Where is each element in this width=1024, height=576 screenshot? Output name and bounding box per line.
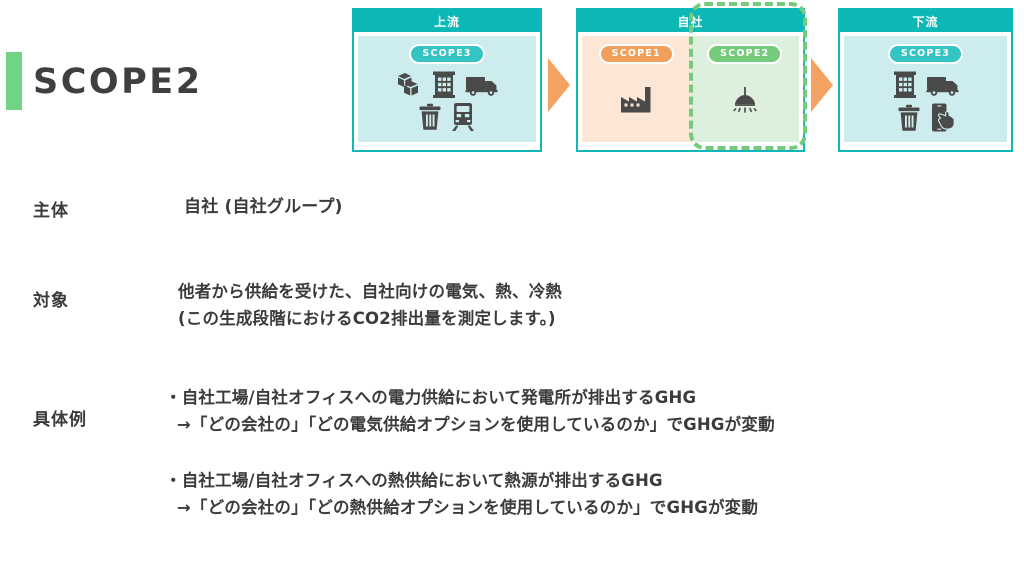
packages-icon	[395, 72, 423, 98]
truck-icon	[926, 73, 960, 97]
row-value-target: 他者から供給を受けた、自社向けの電気、熱、冷熱 (この生成段階におけるCO2排出…	[178, 282, 563, 328]
building-icon	[431, 71, 457, 99]
page-title: SCOPE2	[33, 62, 203, 102]
row-value-example-item1: ・自社工場/自社オフィスへの電力供給において発電所が排出するGHG →「どの会社…	[165, 388, 775, 434]
scope-badge-downstream: SCOPE3	[887, 44, 964, 64]
icon-grid-downstream	[878, 71, 974, 133]
title-accent-bar	[6, 52, 22, 110]
cell-own-scope2[interactable]: SCOPE2	[690, 36, 799, 142]
row-label-subject: 主体	[33, 201, 69, 221]
icon-grid-upstream	[383, 71, 511, 131]
flow-arrow-1	[548, 58, 570, 112]
trash-bin-icon	[418, 103, 442, 131]
train-icon	[450, 103, 476, 131]
cell-own-scope1[interactable]: SCOPE1	[582, 36, 691, 142]
truck-icon	[465, 73, 499, 97]
panel-header-downstream: 下流	[840, 10, 1011, 32]
chain-panel-own-company: 自社 SCOPE1 SCOPE2	[576, 8, 805, 152]
row-value-example-item2: ・自社工場/自社オフィスへの熱供給において熱源が排出するGHG →「どの会社の」…	[165, 471, 759, 517]
flow-arrow-2	[811, 58, 833, 112]
scope-badge-scope1: SCOPE1	[598, 44, 674, 64]
panel-body-own-company: SCOPE1 SCOPE2	[578, 32, 803, 146]
cell-upstream-scope3[interactable]: SCOPE3	[358, 36, 536, 142]
panel-header-upstream: 上流	[354, 10, 540, 32]
cell-downstream-scope3[interactable]: SCOPE3	[844, 36, 1007, 142]
supply-chain-diagram: 上流 SCOPE3	[345, 0, 1024, 160]
smartphone-tap-icon	[929, 103, 955, 133]
scope-badge-upstream: SCOPE3	[409, 44, 485, 64]
trash-bin-icon	[897, 104, 921, 132]
scope-badge-scope2: SCOPE2	[707, 44, 783, 64]
panel-body-downstream: SCOPE3	[840, 32, 1011, 146]
row-label-target: 対象	[33, 291, 69, 311]
ceiling-lamp-icon	[729, 86, 761, 116]
row-value-subject: 自社 (自社グループ)	[184, 197, 343, 217]
panel-header-own-company: 自社	[578, 10, 803, 32]
chain-panel-upstream: 上流 SCOPE3	[352, 8, 542, 152]
factory-icon	[619, 86, 653, 114]
building-icon	[892, 71, 918, 99]
panel-body-upstream: SCOPE3	[354, 32, 540, 146]
chain-panel-downstream: 下流 SCOPE3	[838, 8, 1013, 152]
row-label-example: 具体例	[33, 410, 87, 430]
